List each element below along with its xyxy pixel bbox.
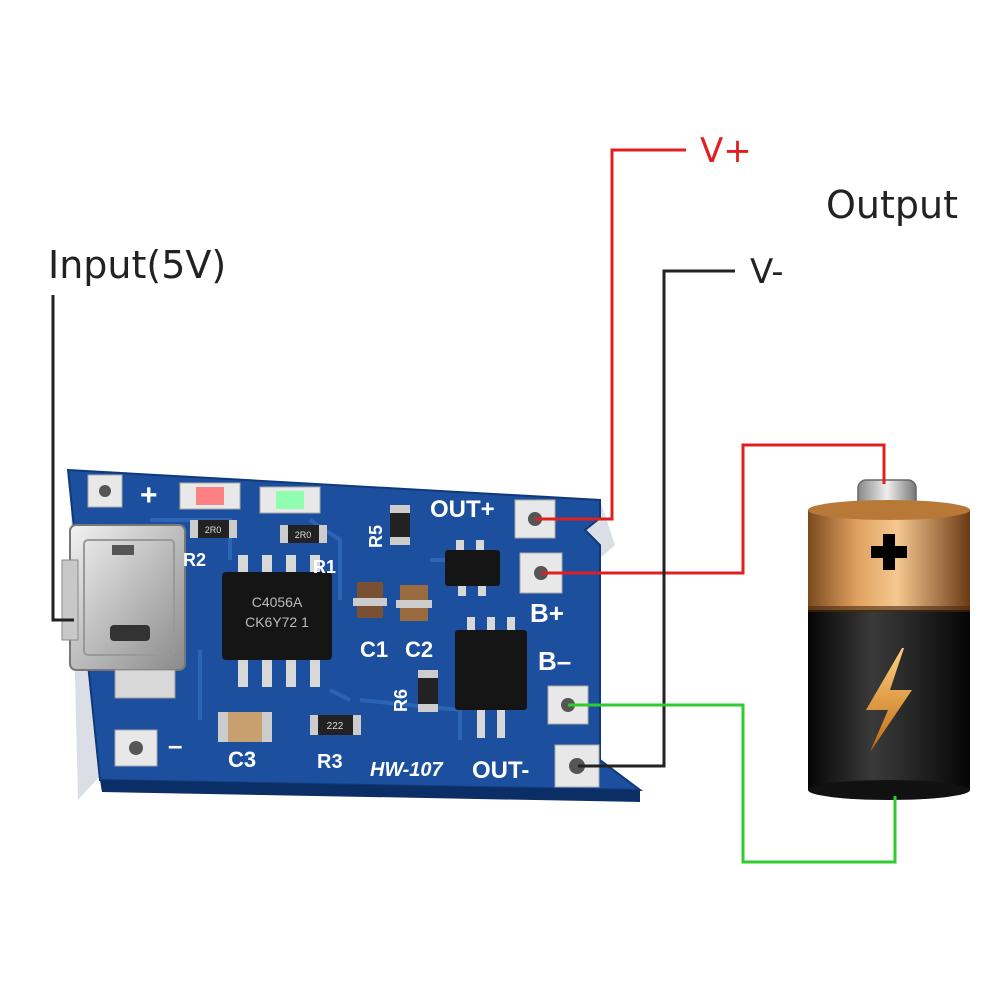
board-model-label: HW-107 xyxy=(370,759,443,781)
silkscreen-labels: + – OUT+ B+ B– OUT- HW-107 R2 R1 R3 R5 R… xyxy=(140,479,571,784)
label-c3: C3 xyxy=(228,747,256,772)
label-r2: R2 xyxy=(183,550,206,570)
pad-label-in-plus: + xyxy=(140,479,158,512)
micro-usb-port-icon xyxy=(61,524,186,699)
v-minus-label: V- xyxy=(750,252,784,292)
label-r1: R1 xyxy=(313,557,336,577)
mosfet-chips xyxy=(445,540,527,738)
resistor-code-1: 2R0 xyxy=(205,525,222,535)
led-indicators xyxy=(179,482,321,514)
wire-v-plus xyxy=(535,148,686,521)
smd-components: 2R0 2R0 222 xyxy=(190,505,438,742)
battery-icon xyxy=(808,479,970,800)
wire-v-minus xyxy=(578,269,735,768)
lightning-bolt-icon xyxy=(866,648,912,752)
label-r5: R5 xyxy=(366,525,386,548)
pad-label-b-minus: B– xyxy=(538,646,571,676)
chip-marking-line-2: CK6Y72 1 xyxy=(245,614,309,630)
wires xyxy=(51,148,897,864)
pad-label-out-plus: OUT+ xyxy=(430,496,495,523)
pad-label-out-minus: OUT- xyxy=(472,757,529,784)
label-r3: R3 xyxy=(317,751,343,773)
resistor-code-3: 222 xyxy=(327,721,344,732)
label-r6: R6 xyxy=(391,689,411,712)
wire-battery-minus xyxy=(568,703,897,864)
label-c2: C2 xyxy=(405,637,433,662)
v-plus-label: V+ xyxy=(700,131,752,171)
charger-ic: C4056A CK6Y72 1 xyxy=(222,555,332,687)
output-label: Output xyxy=(826,183,958,227)
resistor-code-2: 2R0 xyxy=(295,530,312,540)
label-c1: C1 xyxy=(360,637,388,662)
pad-label-b-plus: B+ xyxy=(530,598,564,628)
wire-battery-plus xyxy=(541,443,886,575)
pad-label-in-minus: – xyxy=(168,730,182,760)
chip-marking-line-1: C4056A xyxy=(252,594,303,610)
input-label: Input(5V) xyxy=(48,243,227,287)
plus-icon xyxy=(871,534,907,570)
wire-input xyxy=(51,295,74,622)
